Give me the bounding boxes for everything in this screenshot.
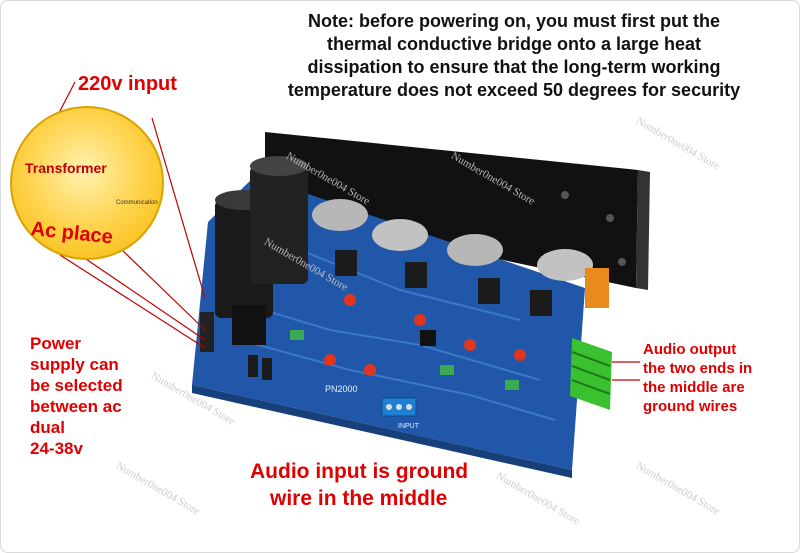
audio-input-line: wire in the middle (270, 487, 448, 510)
ic-chip (420, 330, 436, 346)
driver-transistor (335, 250, 357, 276)
small-capacitor (464, 339, 476, 351)
model-marking: PN2000 (325, 384, 358, 394)
audio-input-line: Audio input is ground (250, 460, 469, 483)
small-capacitor (505, 380, 519, 390)
capacitor-top (250, 156, 308, 176)
audio-output-line: the middle are (643, 379, 745, 396)
audio-output-line: the two ends in (643, 360, 753, 377)
power-line: 24-38v (30, 439, 83, 458)
audio-output-line: ground wires (643, 398, 738, 415)
audio-output-note: Audio output the two ends in the middle … (643, 340, 752, 416)
heatsink-plate (265, 132, 638, 288)
small-capacitor (248, 355, 258, 377)
pcb-trace (299, 249, 521, 321)
heatsink-hole (561, 191, 569, 199)
power-line: between ac (30, 397, 122, 416)
audio-output-line: Audio output (643, 341, 737, 358)
pcb-edge (192, 385, 572, 478)
power-terminal (200, 312, 214, 352)
pcb-trace (239, 339, 556, 421)
small-capacitor (290, 330, 304, 340)
callout-line (151, 117, 206, 299)
power-supply-note: Power supply can be selected between ac … (30, 333, 123, 459)
note-line: temperature does not exceed 50 degrees f… (287, 80, 741, 100)
screw (386, 404, 392, 410)
callout-line (119, 247, 206, 331)
power-transistor (447, 234, 503, 266)
relay (585, 268, 609, 308)
power-transistor (537, 249, 593, 281)
heatsink-hole (618, 258, 626, 266)
heatsink-hole (606, 214, 614, 222)
transformer-circle (10, 106, 164, 260)
filter-capacitor (250, 166, 308, 284)
callout-line (79, 254, 206, 341)
audio-input-note: Audio input is ground wire in the middle (250, 458, 468, 512)
small-capacitor (440, 365, 454, 375)
communication-label: Communication (116, 200, 158, 206)
small-capacitor (514, 349, 526, 361)
driver-transistor (405, 262, 427, 288)
small-heatsink (232, 305, 266, 345)
callout-line (59, 254, 206, 349)
note-line: dissipation to ensure that the long-term… (307, 57, 721, 77)
driver-transistor (478, 278, 500, 304)
heatsink-edge (636, 170, 650, 290)
note-line: thermal conductive bridge onto a large h… (326, 34, 702, 54)
warning-note: Note: before powering on, you must first… (240, 10, 788, 102)
power-line: supply can (30, 355, 119, 374)
small-capacitor (414, 314, 426, 326)
driver-transistor (530, 290, 552, 316)
pcb-trace (229, 299, 541, 381)
screw (396, 404, 402, 410)
power-line: dual (30, 418, 65, 437)
power-line: Power (30, 334, 82, 353)
small-capacitor (344, 294, 356, 306)
small-capacitor (324, 354, 336, 366)
terminal-divider (571, 379, 611, 395)
power-transistor (312, 199, 368, 231)
terminal-divider (571, 351, 611, 367)
small-capacitor (364, 364, 376, 376)
power-transistor (372, 219, 428, 251)
small-capacitor (262, 358, 272, 380)
power-line: be selected (30, 376, 123, 395)
input-220-label: 220v input (78, 73, 177, 95)
screw (406, 404, 412, 410)
terminal-divider (571, 365, 611, 381)
note-line: Note: before powering on, you must first… (308, 11, 720, 31)
input-marking: INPUT (398, 423, 420, 430)
transformer-label: Transformer (25, 160, 107, 176)
